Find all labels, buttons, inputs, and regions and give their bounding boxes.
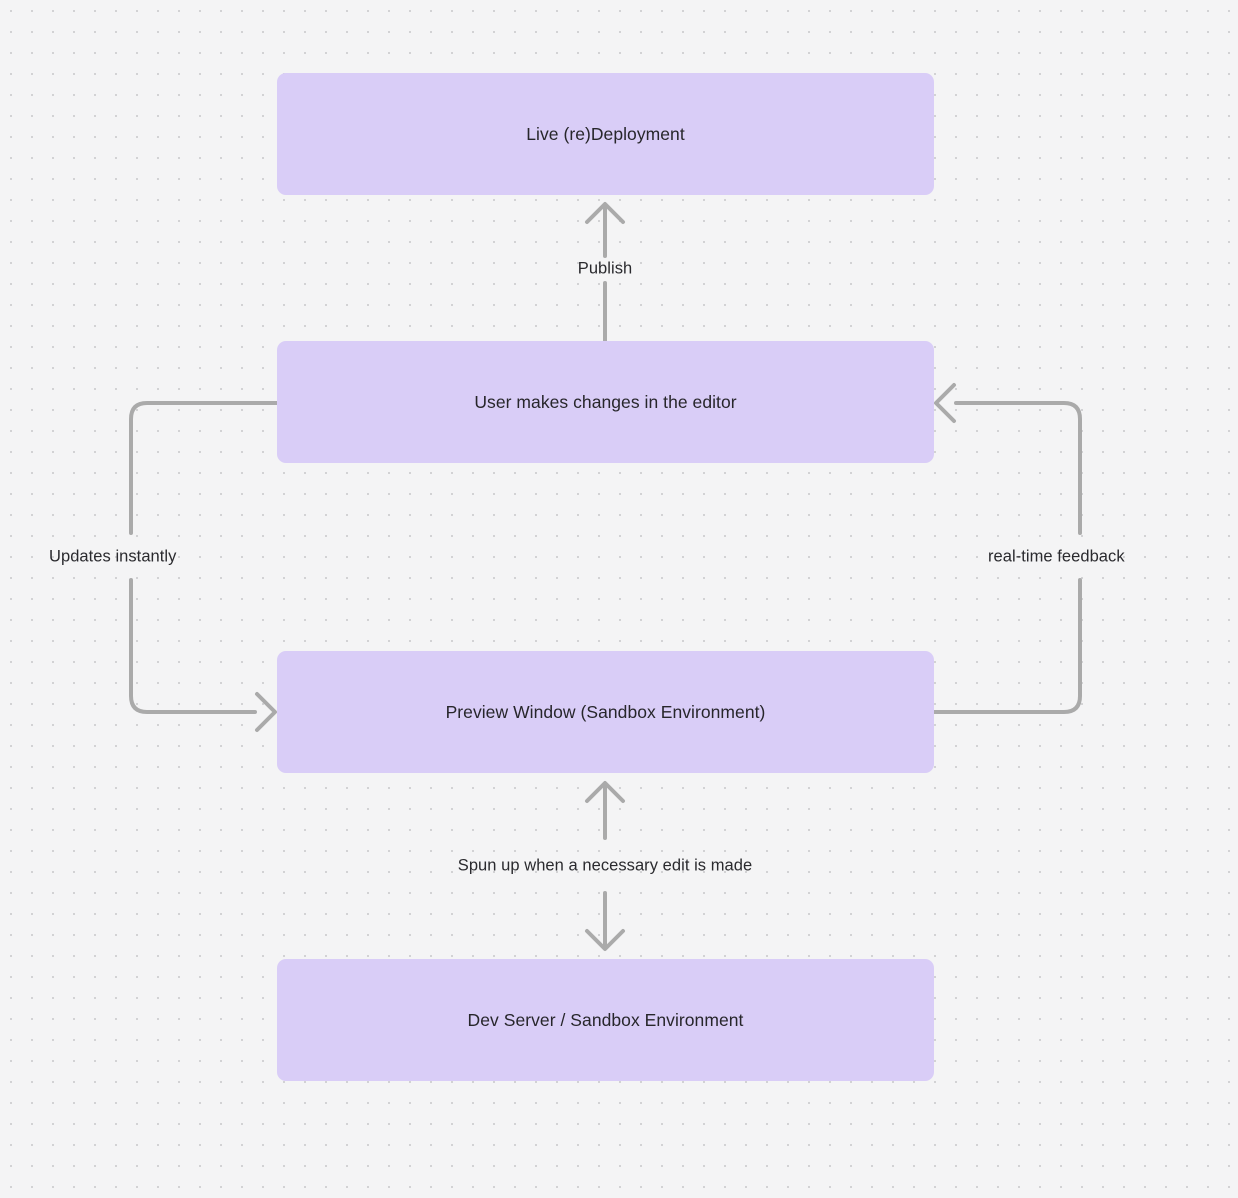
node-dev-server[interactable]: Dev Server / Sandbox Environment bbox=[277, 959, 934, 1081]
edge-label-publish: Publish bbox=[577, 259, 633, 278]
node-dev-server-label: Dev Server / Sandbox Environment bbox=[467, 1009, 744, 1030]
node-live-deployment[interactable]: Live (re)Deployment bbox=[277, 73, 934, 195]
edge-label-spun-up: Spun up when a necessary edit is made bbox=[457, 856, 753, 875]
node-live-deployment-label: Live (re)Deployment bbox=[526, 123, 685, 144]
node-user-edits[interactable]: User makes changes in the editor bbox=[277, 341, 934, 463]
edge-label-updates-instantly: Updates instantly bbox=[49, 547, 177, 566]
node-preview-window-label: Preview Window (Sandbox Environment) bbox=[445, 701, 766, 722]
node-preview-window[interactable]: Preview Window (Sandbox Environment) bbox=[277, 651, 934, 773]
node-user-edits-label: User makes changes in the editor bbox=[474, 391, 737, 412]
edge-label-real-time-feedback: real-time feedback bbox=[988, 547, 1125, 566]
